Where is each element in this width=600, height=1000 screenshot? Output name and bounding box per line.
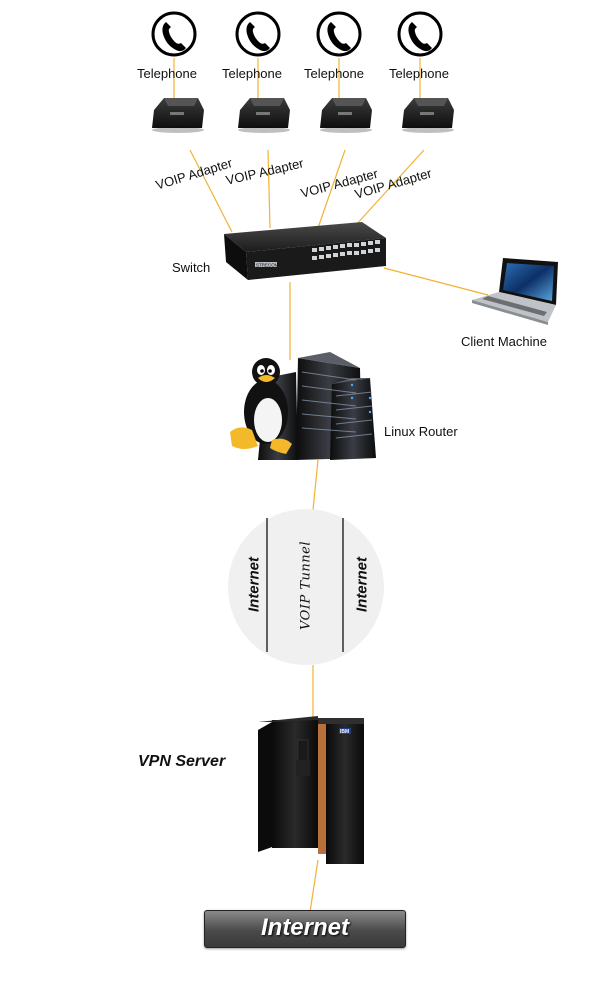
phone-icon [316, 11, 362, 57]
telephone-4 [397, 11, 443, 57]
client-machine-label: Client Machine [461, 334, 547, 349]
link-vpn-internet [309, 859, 319, 913]
tunnel-circle [228, 509, 384, 665]
linux-router [230, 352, 376, 460]
vpn-server-machine: IBM [258, 716, 364, 864]
telephone-label-1: Telephone [137, 66, 197, 81]
link-switch-client [383, 267, 489, 296]
link-adapter2-switch [267, 149, 271, 229]
telephone-label-4: Telephone [389, 66, 449, 81]
telephone-1 [151, 11, 197, 57]
vpn-server-label: VPN Server [138, 753, 226, 770]
phone-icon [235, 11, 281, 57]
switch-brand: STRECOM [256, 263, 279, 268]
laptop-icon [472, 258, 558, 325]
voip-adapter-3 [320, 98, 372, 133]
telephone-3 [316, 11, 362, 57]
ibm-badge-plate [339, 728, 351, 734]
voip-adapter-2 [238, 98, 290, 133]
voip-adapter-icon [320, 98, 372, 133]
switch-ports [312, 240, 380, 260]
network-switch-icon: STRECOM [224, 222, 386, 280]
switch-label: Switch [172, 260, 211, 275]
telephone-label-2: Telephone [222, 66, 282, 81]
link-adapter4-switch [354, 149, 425, 227]
voip-adapter-icon [402, 98, 454, 133]
voip-adapter-4 [402, 98, 454, 133]
telephone-label-3: Telephone [304, 66, 364, 81]
voip-adapter-icon [238, 98, 290, 133]
phone-icon [397, 11, 443, 57]
tunnel-internet-left: Internet [245, 557, 263, 613]
mainframe-icon: IBM [258, 716, 364, 864]
network-switch: STRECOM [224, 222, 386, 280]
switch-brand-plate [255, 262, 277, 267]
tux-penguin-icon [230, 358, 292, 454]
tunnel-internet-right: Internet [353, 557, 371, 613]
client-laptop [472, 258, 558, 325]
link-adapter1-switch [189, 149, 233, 233]
internet-label: Internet [260, 914, 349, 941]
internet-bar: Internet [204, 910, 406, 948]
tunnel-voip-label: VOIP Tunnel [298, 541, 314, 630]
vpn-badge: IBM [340, 729, 349, 735]
link-adapter3-switch [317, 149, 346, 229]
telephone-2 [235, 11, 281, 57]
voip-adapter-icon [152, 98, 204, 133]
linux-router-label: Linux Router [384, 424, 458, 439]
connection-lines [173, 58, 489, 913]
link-router-tunnel [312, 459, 319, 511]
phone-icon [151, 11, 197, 57]
voip-adapter-1 [152, 98, 204, 133]
